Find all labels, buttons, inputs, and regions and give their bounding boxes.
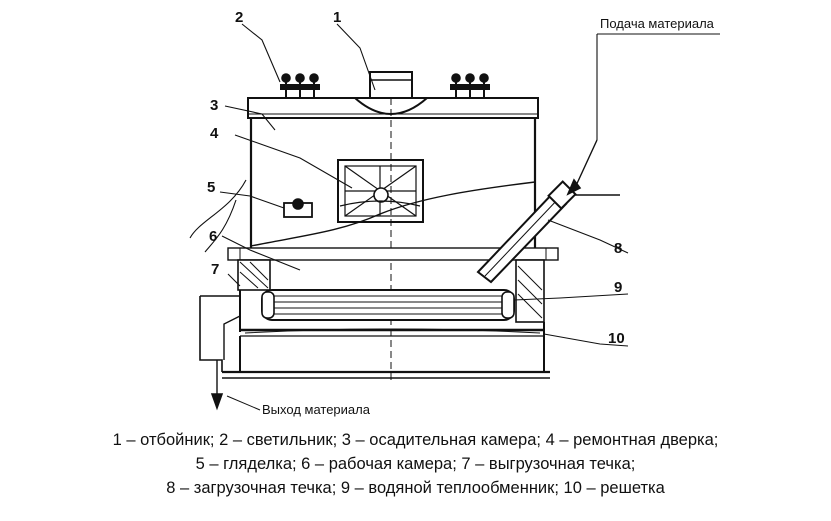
- apparatus-diagram: 1 2 3 4 5 6 7 8 9 10 Подача материала Вы…: [189, 9, 720, 417]
- material-outlet-label: Выход материала: [262, 402, 371, 417]
- water-heat-exchanger: [261, 289, 515, 321]
- settling-chamber: [249, 118, 537, 248]
- label-9: 9: [614, 279, 622, 296]
- label-3: 3: [210, 97, 218, 114]
- label-7: 7: [211, 261, 219, 278]
- repair-door: [337, 159, 424, 223]
- label-2: 2: [235, 9, 243, 26]
- deflector-part: [354, 71, 428, 380]
- figure-caption: 1 – отбойник; 2 – светильник; 3 – осадит…: [0, 428, 831, 500]
- lower-plenum: [222, 336, 550, 379]
- caption-line-2: 5 – гляделка; 6 – рабочая камера; 7 – вы…: [195, 455, 636, 473]
- material-inlet-label: Подача материала: [600, 16, 715, 31]
- lamp-right: [450, 73, 490, 98]
- loading-chute: [476, 139, 620, 284]
- lamp-left: [280, 73, 320, 98]
- label-10: 10: [608, 330, 625, 347]
- discharge-chute: [199, 295, 261, 411]
- top-plate: [247, 97, 539, 119]
- grate: [240, 328, 544, 337]
- label-1: 1: [333, 9, 341, 26]
- sight-glass: [283, 198, 313, 218]
- label-5: 5: [207, 179, 215, 196]
- caption-line-3: 8 – загрузочная течка; 9 – водяной тепло…: [166, 479, 665, 497]
- label-8: 8: [614, 240, 622, 257]
- working-chamber: [227, 247, 559, 372]
- label-6: 6: [209, 228, 217, 245]
- leader-lines: [189, 23, 720, 347]
- label-4: 4: [210, 125, 219, 142]
- caption-line-1: 1 – отбойник; 2 – светильник; 3 – осадит…: [112, 431, 719, 449]
